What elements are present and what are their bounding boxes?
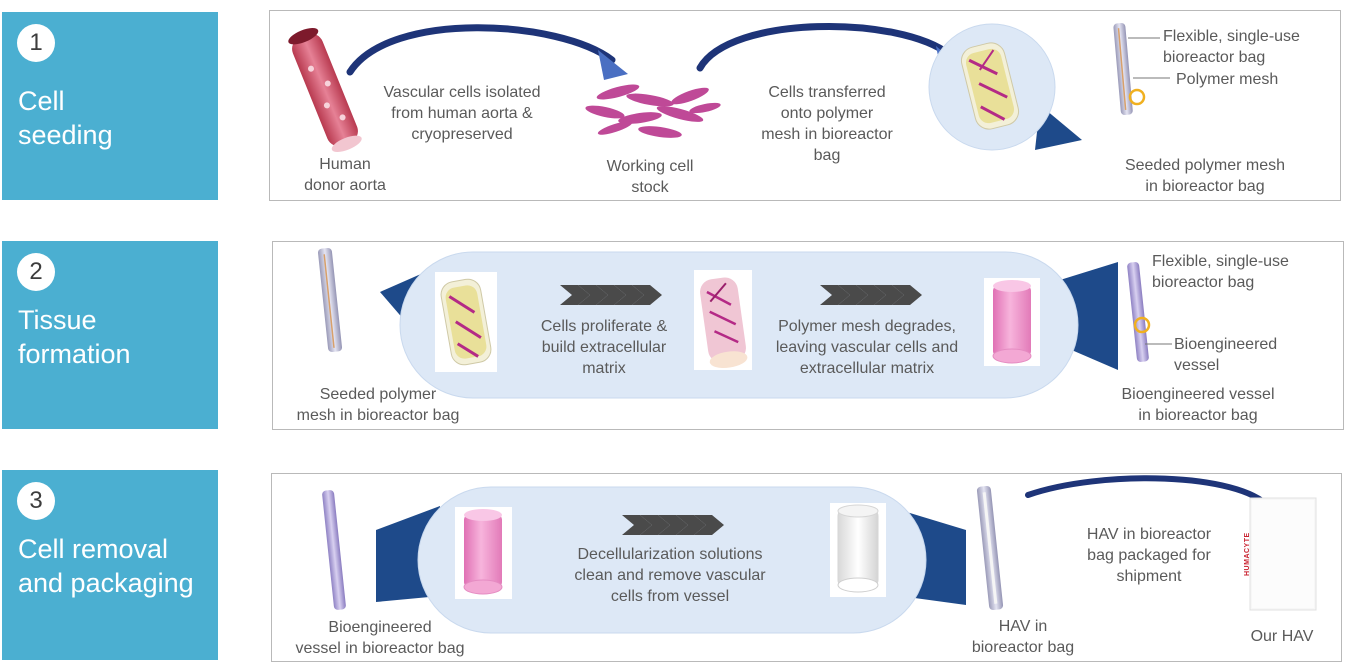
progress-chevrons-1 <box>560 285 662 305</box>
stage-2-number: 2 <box>17 253 55 291</box>
stage-2-title: Tissue formation <box>18 305 131 369</box>
bioreactor-bag-illustration-1 <box>1113 22 1133 116</box>
caption-hav-in-bag: HAV in bioreactor bag <box>971 618 1075 656</box>
caption-our-hav: Our HAV <box>1250 628 1314 645</box>
stage-1-title: Cell seeding <box>18 86 113 150</box>
caption-proliferate-step: Cells proliferate & build extracellular … <box>540 318 668 377</box>
progress-chevrons-2 <box>820 285 922 305</box>
caption-seeded-mesh-2: Seeded polymer mesh in bioreactor bag <box>296 386 460 424</box>
curved-arrow-1 <box>346 24 616 76</box>
seeded-mesh-card <box>435 272 497 372</box>
cell-stock-illustration <box>585 84 721 138</box>
caption-vessel-in-bag-3: Bioengineered vessel in bioreactor bag <box>295 619 465 657</box>
aorta-illustration <box>288 28 362 152</box>
label-bioengineered-vessel: Bioengineered vessel <box>1174 336 1278 374</box>
hav-package <box>1249 497 1317 611</box>
pink-vessel-card <box>984 278 1040 366</box>
stage-3-tab: 3 Cell removal and packaging <box>2 470 218 660</box>
stage-1-number: 1 <box>17 24 55 62</box>
vessel-marker-2 <box>1133 316 1151 334</box>
caption-transfer-step: Cells transferred onto polymer mesh in b… <box>761 84 893 164</box>
vessel-bag-tube-2 <box>1127 262 1149 362</box>
caption-cell-stock: Working cell stock <box>606 158 694 196</box>
zoom-bubble-3 <box>417 486 927 634</box>
caption-degrade-step: Polymer mesh degrades, leaving vascular … <box>775 318 959 377</box>
caption-donor-aorta: Human donor aorta <box>304 156 386 194</box>
curved-arrow-1-head <box>598 50 628 80</box>
caption-vessel-in-bag-2: Bioengineered vessel in bioreactor bag <box>1121 386 1275 424</box>
stage-3-title: Cell removal and packaging <box>18 534 194 598</box>
progress-chevrons-3 <box>622 515 724 535</box>
hav-bag-tube <box>976 486 1004 610</box>
humacyte-brand-logo: HUMACYTE <box>1244 532 1251 576</box>
vessel-bag-tube-3 <box>322 490 346 610</box>
curved-arrow-2 <box>696 23 954 72</box>
proliferated-tube-card <box>694 270 752 370</box>
seeded-mesh-tube-2 <box>317 247 343 353</box>
label-bioreactor-bag-2: Flexible, single-use bioreactor bag <box>1152 253 1289 291</box>
caption-seeded-mesh-1: Seeded polymer mesh in bioreactor bag <box>1124 157 1286 195</box>
caption-decell-step: Decellularization solutions clean and re… <box>574 546 766 605</box>
caption-isolation-step: Vascular cells isolated from human aorta… <box>383 84 541 143</box>
stage-1-tab: 1 Cell seeding <box>2 12 218 200</box>
pink-vessel-card-3 <box>455 507 512 599</box>
seeded-mesh-illustration-1 <box>960 42 1020 130</box>
stage-3-number: 3 <box>17 482 55 520</box>
label-polymer-mesh: Polymer mesh <box>1176 71 1279 88</box>
polymer-mesh-marker <box>1128 88 1146 106</box>
stage-1-panel <box>269 10 1341 201</box>
label-bioreactor-bag-1: Flexible, single-use bioreactor bag <box>1163 28 1300 66</box>
white-vessel-card <box>830 503 886 597</box>
stage-2-tab: 2 Tissue formation <box>2 241 218 429</box>
curved-arrow-3 <box>1025 475 1273 511</box>
caption-package-step: HAV in bioreactor bag packaged for shipm… <box>1086 526 1212 585</box>
